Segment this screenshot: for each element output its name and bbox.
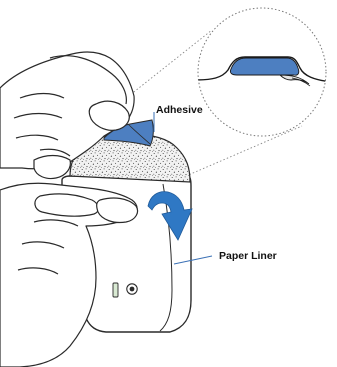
zoom-detail (195, 8, 332, 136)
adhesive-label: Adhesive (156, 104, 203, 116)
paper-liner-label: Paper Liner (219, 250, 277, 262)
device-side-button (127, 284, 137, 294)
zoom-blue-adhesive (230, 58, 298, 75)
device-indicator (113, 283, 118, 297)
